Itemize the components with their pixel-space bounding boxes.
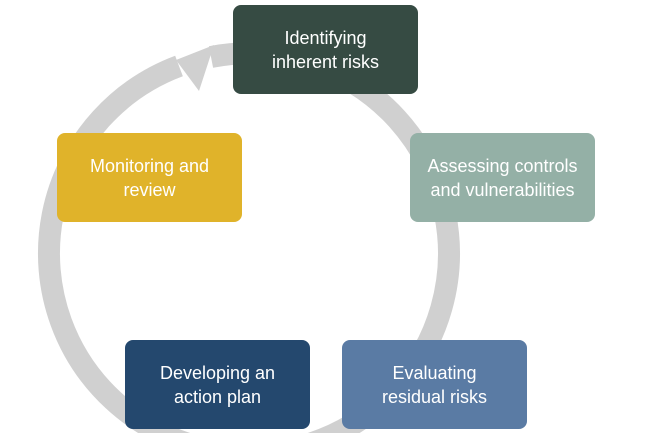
step-identifying-inherent-risks: Identifying inherent risks [233,5,418,94]
step-assessing-controls: Assessing controls and vulnerabilities [410,133,595,222]
cycle-ring-arc [38,42,460,433]
step-developing-action-plan: Developing an action plan [125,340,310,429]
cycle-arrowhead-icon [176,45,214,91]
step-evaluating-residual-risks: Evaluating residual risks [342,340,527,429]
step-monitoring-and-review: Monitoring and review [57,133,242,222]
